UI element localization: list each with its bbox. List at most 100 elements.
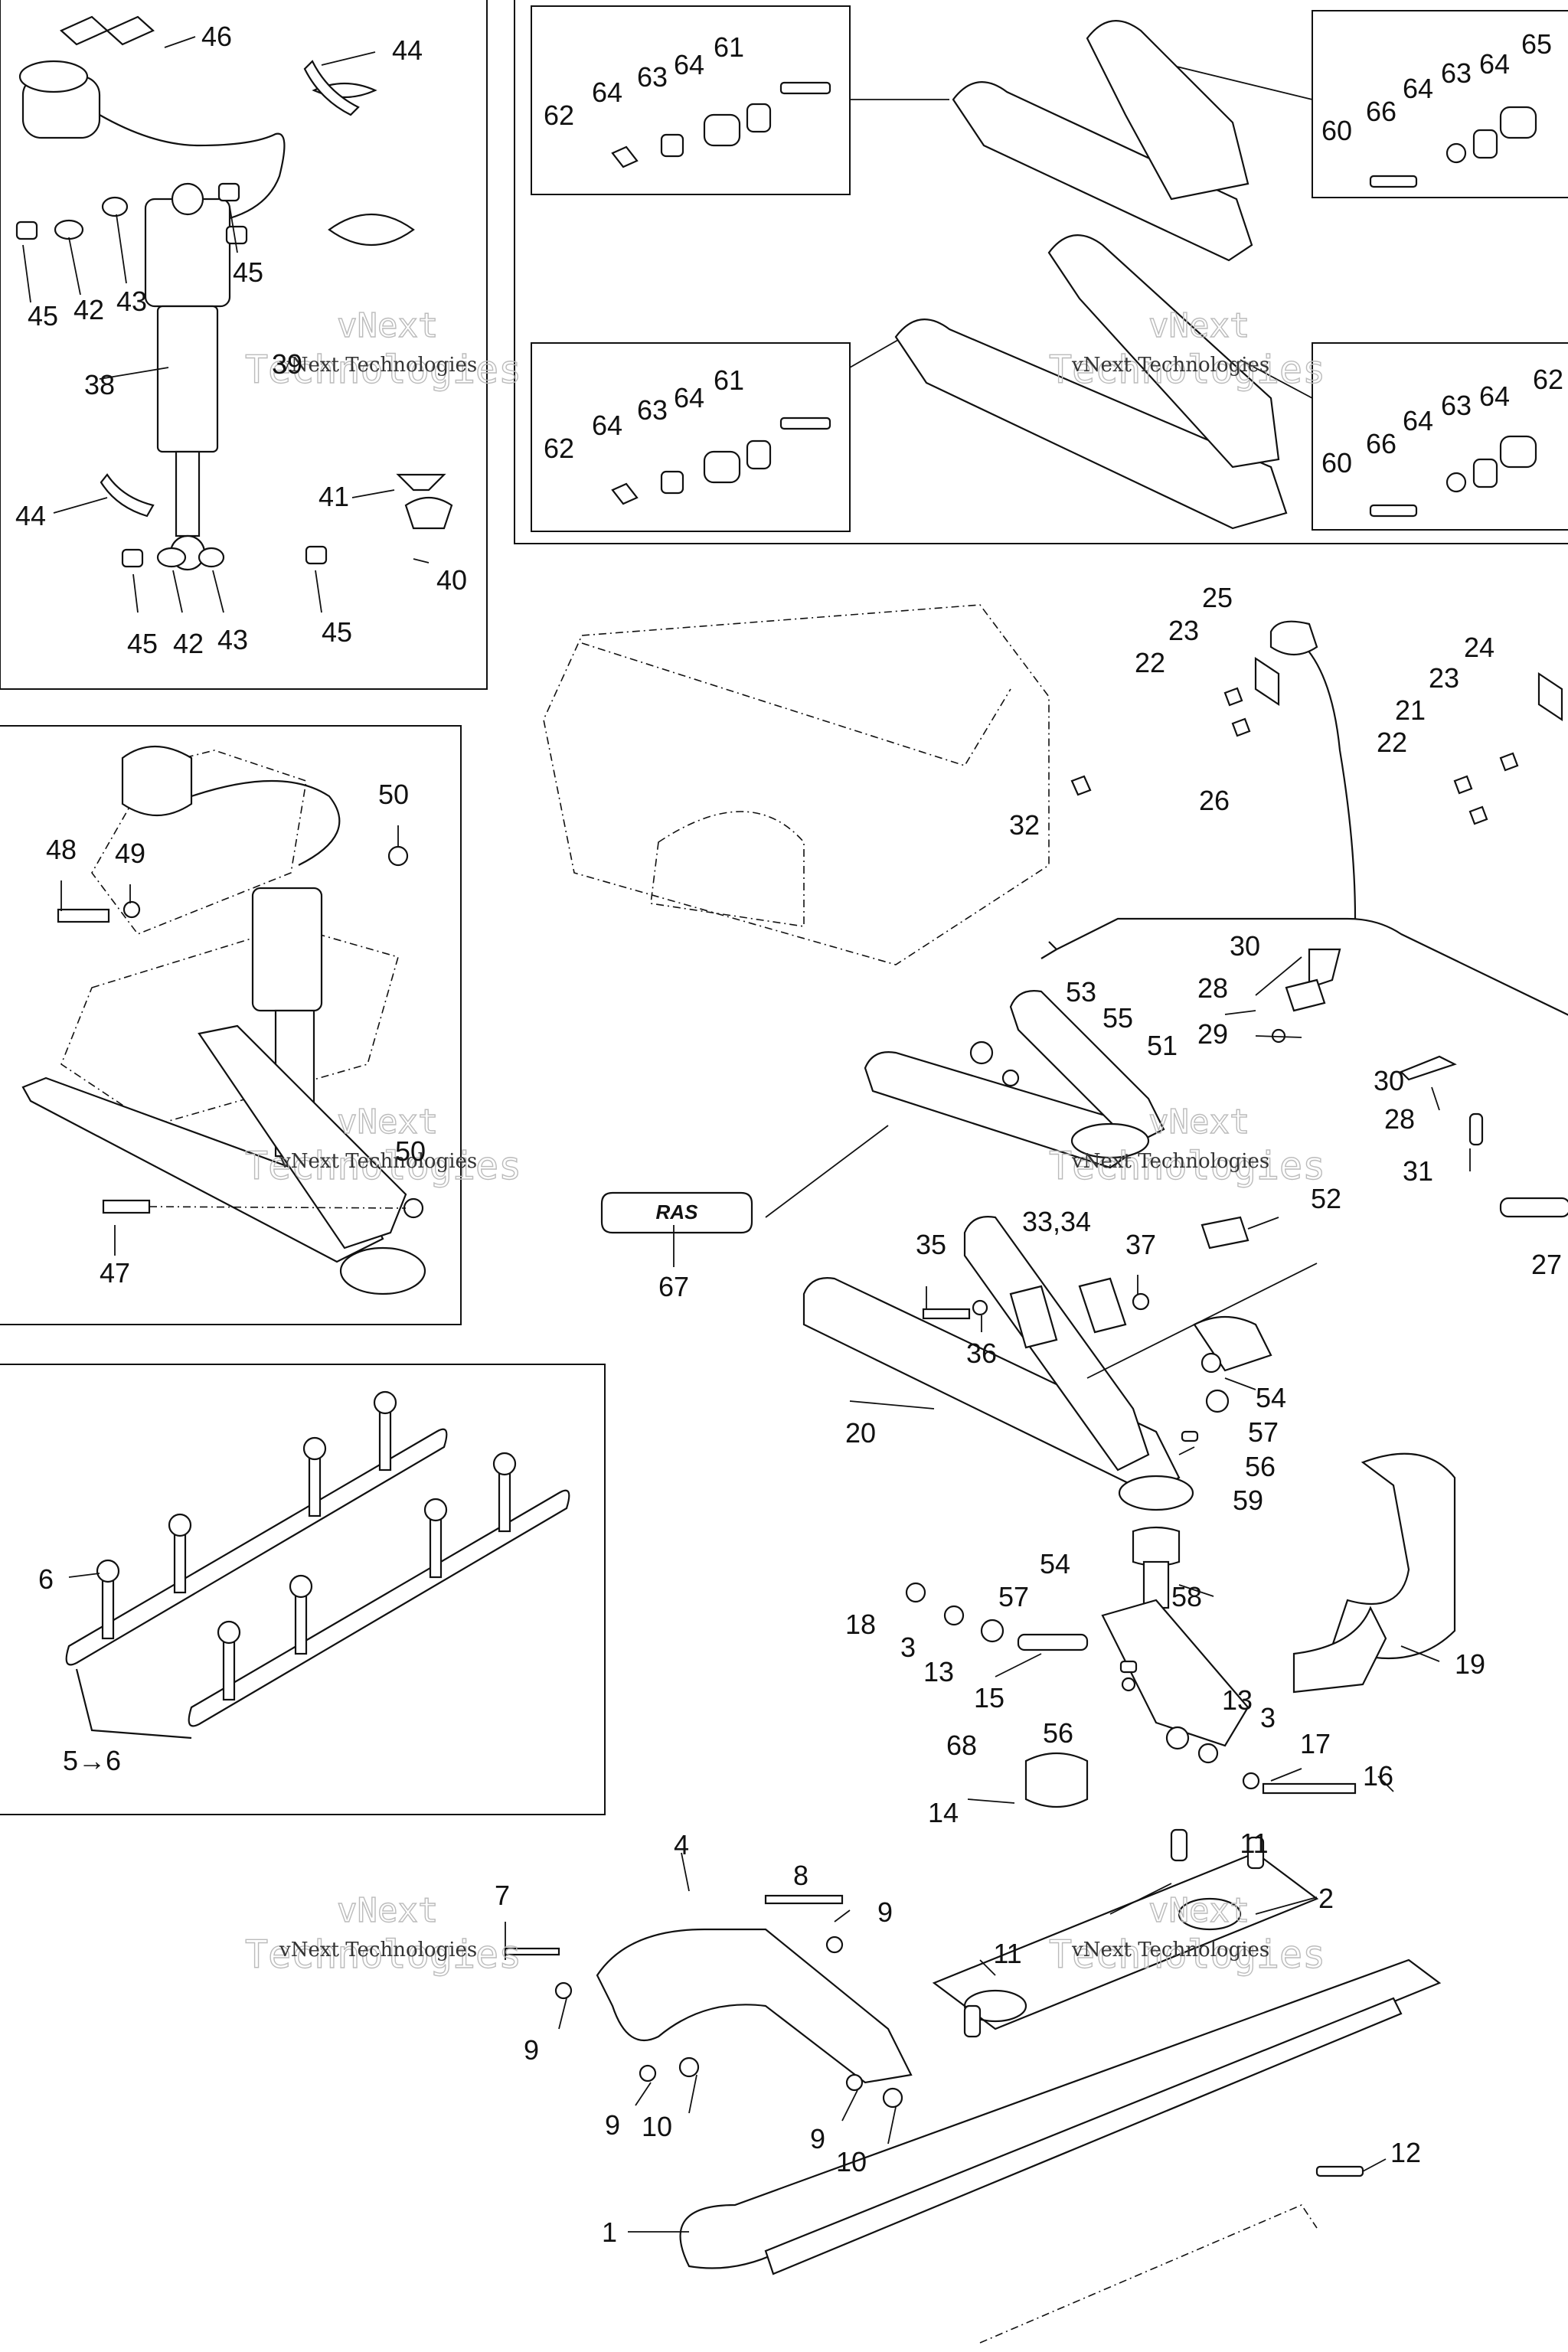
callout-65: 65 bbox=[1521, 28, 1552, 60]
callout-5-6: 5→6 bbox=[63, 1745, 121, 1776]
callout-35: 35 bbox=[916, 1229, 946, 1260]
callout-56: 56 bbox=[1245, 1451, 1276, 1482]
callout-13: 13 bbox=[923, 1656, 954, 1687]
callout-61: 61 bbox=[714, 364, 744, 396]
callout-33-34: 33,34 bbox=[1022, 1206, 1091, 1237]
watermark-line1-f: vNext bbox=[1148, 1891, 1250, 1930]
callout-13: 13 bbox=[1222, 1684, 1253, 1716]
callout-64: 64 bbox=[674, 382, 704, 413]
callout-45: 45 bbox=[127, 628, 158, 659]
callout-39: 39 bbox=[272, 348, 302, 380]
installed-shock-view bbox=[21, 746, 426, 1295]
callout-43: 43 bbox=[217, 624, 248, 655]
watermarks: vNext Technologies vNext Technologies vN… bbox=[244, 305, 1326, 1977]
bushing-kits bbox=[611, 20, 1537, 530]
callout-10: 10 bbox=[642, 2111, 672, 2142]
callout-15: 15 bbox=[974, 1682, 1004, 1713]
watermark-small-d: vNext Technologies bbox=[1071, 1150, 1269, 1173]
callout-37: 37 bbox=[1125, 1229, 1156, 1260]
callout-9: 9 bbox=[524, 2034, 539, 2066]
callout-61: 61 bbox=[714, 31, 744, 63]
callout-64: 64 bbox=[674, 49, 704, 80]
callout-7: 7 bbox=[495, 1880, 510, 1911]
callout-56: 56 bbox=[1043, 1717, 1073, 1749]
callout-28: 28 bbox=[1384, 1103, 1415, 1135]
callout-66: 66 bbox=[1366, 96, 1396, 127]
callout-44: 44 bbox=[392, 34, 423, 66]
callout-4: 4 bbox=[674, 1829, 689, 1860]
callout-54: 54 bbox=[1256, 1382, 1286, 1413]
callout-16: 16 bbox=[1363, 1760, 1393, 1792]
callout-labels: 46 44 45 42 43 45 38 39 41 40 44 45 42 4… bbox=[15, 21, 1563, 2248]
callout-6: 6 bbox=[38, 1563, 54, 1595]
callout-2: 2 bbox=[1318, 1883, 1334, 1914]
callout-57: 57 bbox=[998, 1581, 1029, 1612]
shock-absorber-group bbox=[15, 15, 453, 571]
watermark-line2-e: Technologies bbox=[245, 1932, 521, 1977]
callout-1: 1 bbox=[602, 2216, 617, 2248]
callout-41: 41 bbox=[318, 481, 349, 512]
callout-11: 11 bbox=[993, 1938, 1021, 1969]
callout-19: 19 bbox=[1455, 1648, 1485, 1680]
callout-12: 12 bbox=[1390, 2137, 1421, 2168]
callout-42: 42 bbox=[74, 294, 104, 325]
watermark-line2-d: Technologies bbox=[1049, 1144, 1325, 1188]
callout-50: 50 bbox=[395, 1135, 426, 1167]
callout-42: 42 bbox=[173, 628, 204, 659]
callout-28: 28 bbox=[1197, 972, 1228, 1004]
ras-logo bbox=[600, 1191, 753, 1234]
callout-64: 64 bbox=[1403, 73, 1433, 104]
callout-43: 43 bbox=[116, 286, 147, 317]
callout-3: 3 bbox=[900, 1632, 916, 1663]
callout-58: 58 bbox=[1171, 1581, 1202, 1612]
callout-47: 47 bbox=[100, 1257, 130, 1289]
callout-63: 63 bbox=[637, 394, 668, 426]
watermark-small-e: vNext Technologies bbox=[279, 1939, 477, 1962]
callout-62: 62 bbox=[1533, 364, 1563, 395]
callout-38: 38 bbox=[84, 369, 115, 400]
callout-60: 60 bbox=[1321, 447, 1352, 479]
callout-20: 20 bbox=[845, 1417, 876, 1449]
callout-17: 17 bbox=[1300, 1728, 1331, 1759]
ski-assembly bbox=[504, 1828, 1442, 2344]
callout-24: 24 bbox=[1464, 632, 1494, 663]
watermark-small-f: vNext Technologies bbox=[1071, 1939, 1269, 1962]
callout-55: 55 bbox=[1102, 1002, 1133, 1034]
panel-borders bbox=[0, 0, 1568, 1815]
callout-49: 49 bbox=[115, 838, 145, 869]
callout-9: 9 bbox=[810, 2123, 825, 2154]
callout-67: 67 bbox=[658, 1271, 689, 1302]
watermark-line1-c: vNext bbox=[337, 1102, 438, 1142]
callout-3: 3 bbox=[1260, 1702, 1276, 1733]
callout-30: 30 bbox=[1230, 930, 1260, 962]
leader-lines bbox=[22, 36, 1471, 2233]
callout-63: 63 bbox=[1441, 390, 1472, 421]
callout-46: 46 bbox=[201, 21, 232, 52]
callout-44: 44 bbox=[15, 500, 46, 531]
callout-23: 23 bbox=[1168, 615, 1199, 646]
callout-32: 32 bbox=[1009, 809, 1040, 841]
callout-8: 8 bbox=[793, 1860, 808, 1891]
carbide-runners bbox=[65, 1390, 570, 1740]
callout-63: 63 bbox=[1441, 57, 1472, 89]
callout-36: 36 bbox=[966, 1338, 997, 1369]
callout-57: 57 bbox=[1248, 1416, 1279, 1448]
callout-51: 51 bbox=[1147, 1030, 1178, 1061]
callout-11: 11 bbox=[1240, 1828, 1268, 1859]
callout-68: 68 bbox=[946, 1730, 977, 1761]
watermark-line1-e: vNext bbox=[337, 1891, 438, 1930]
callout-64: 64 bbox=[1479, 48, 1510, 80]
callout-53: 53 bbox=[1066, 976, 1096, 1008]
callout-26: 26 bbox=[1199, 785, 1230, 816]
callout-9: 9 bbox=[605, 2109, 620, 2141]
callout-10: 10 bbox=[836, 2146, 867, 2177]
callout-64: 64 bbox=[1403, 405, 1433, 436]
callout-30: 30 bbox=[1374, 1065, 1404, 1096]
watermark-line2-b: Technologies bbox=[1049, 348, 1325, 392]
callout-63: 63 bbox=[637, 61, 668, 93]
ras-logo-label: RAS bbox=[656, 1200, 699, 1223]
callout-52: 52 bbox=[1311, 1183, 1341, 1214]
callout-45: 45 bbox=[322, 616, 352, 648]
callout-22: 22 bbox=[1377, 727, 1407, 758]
